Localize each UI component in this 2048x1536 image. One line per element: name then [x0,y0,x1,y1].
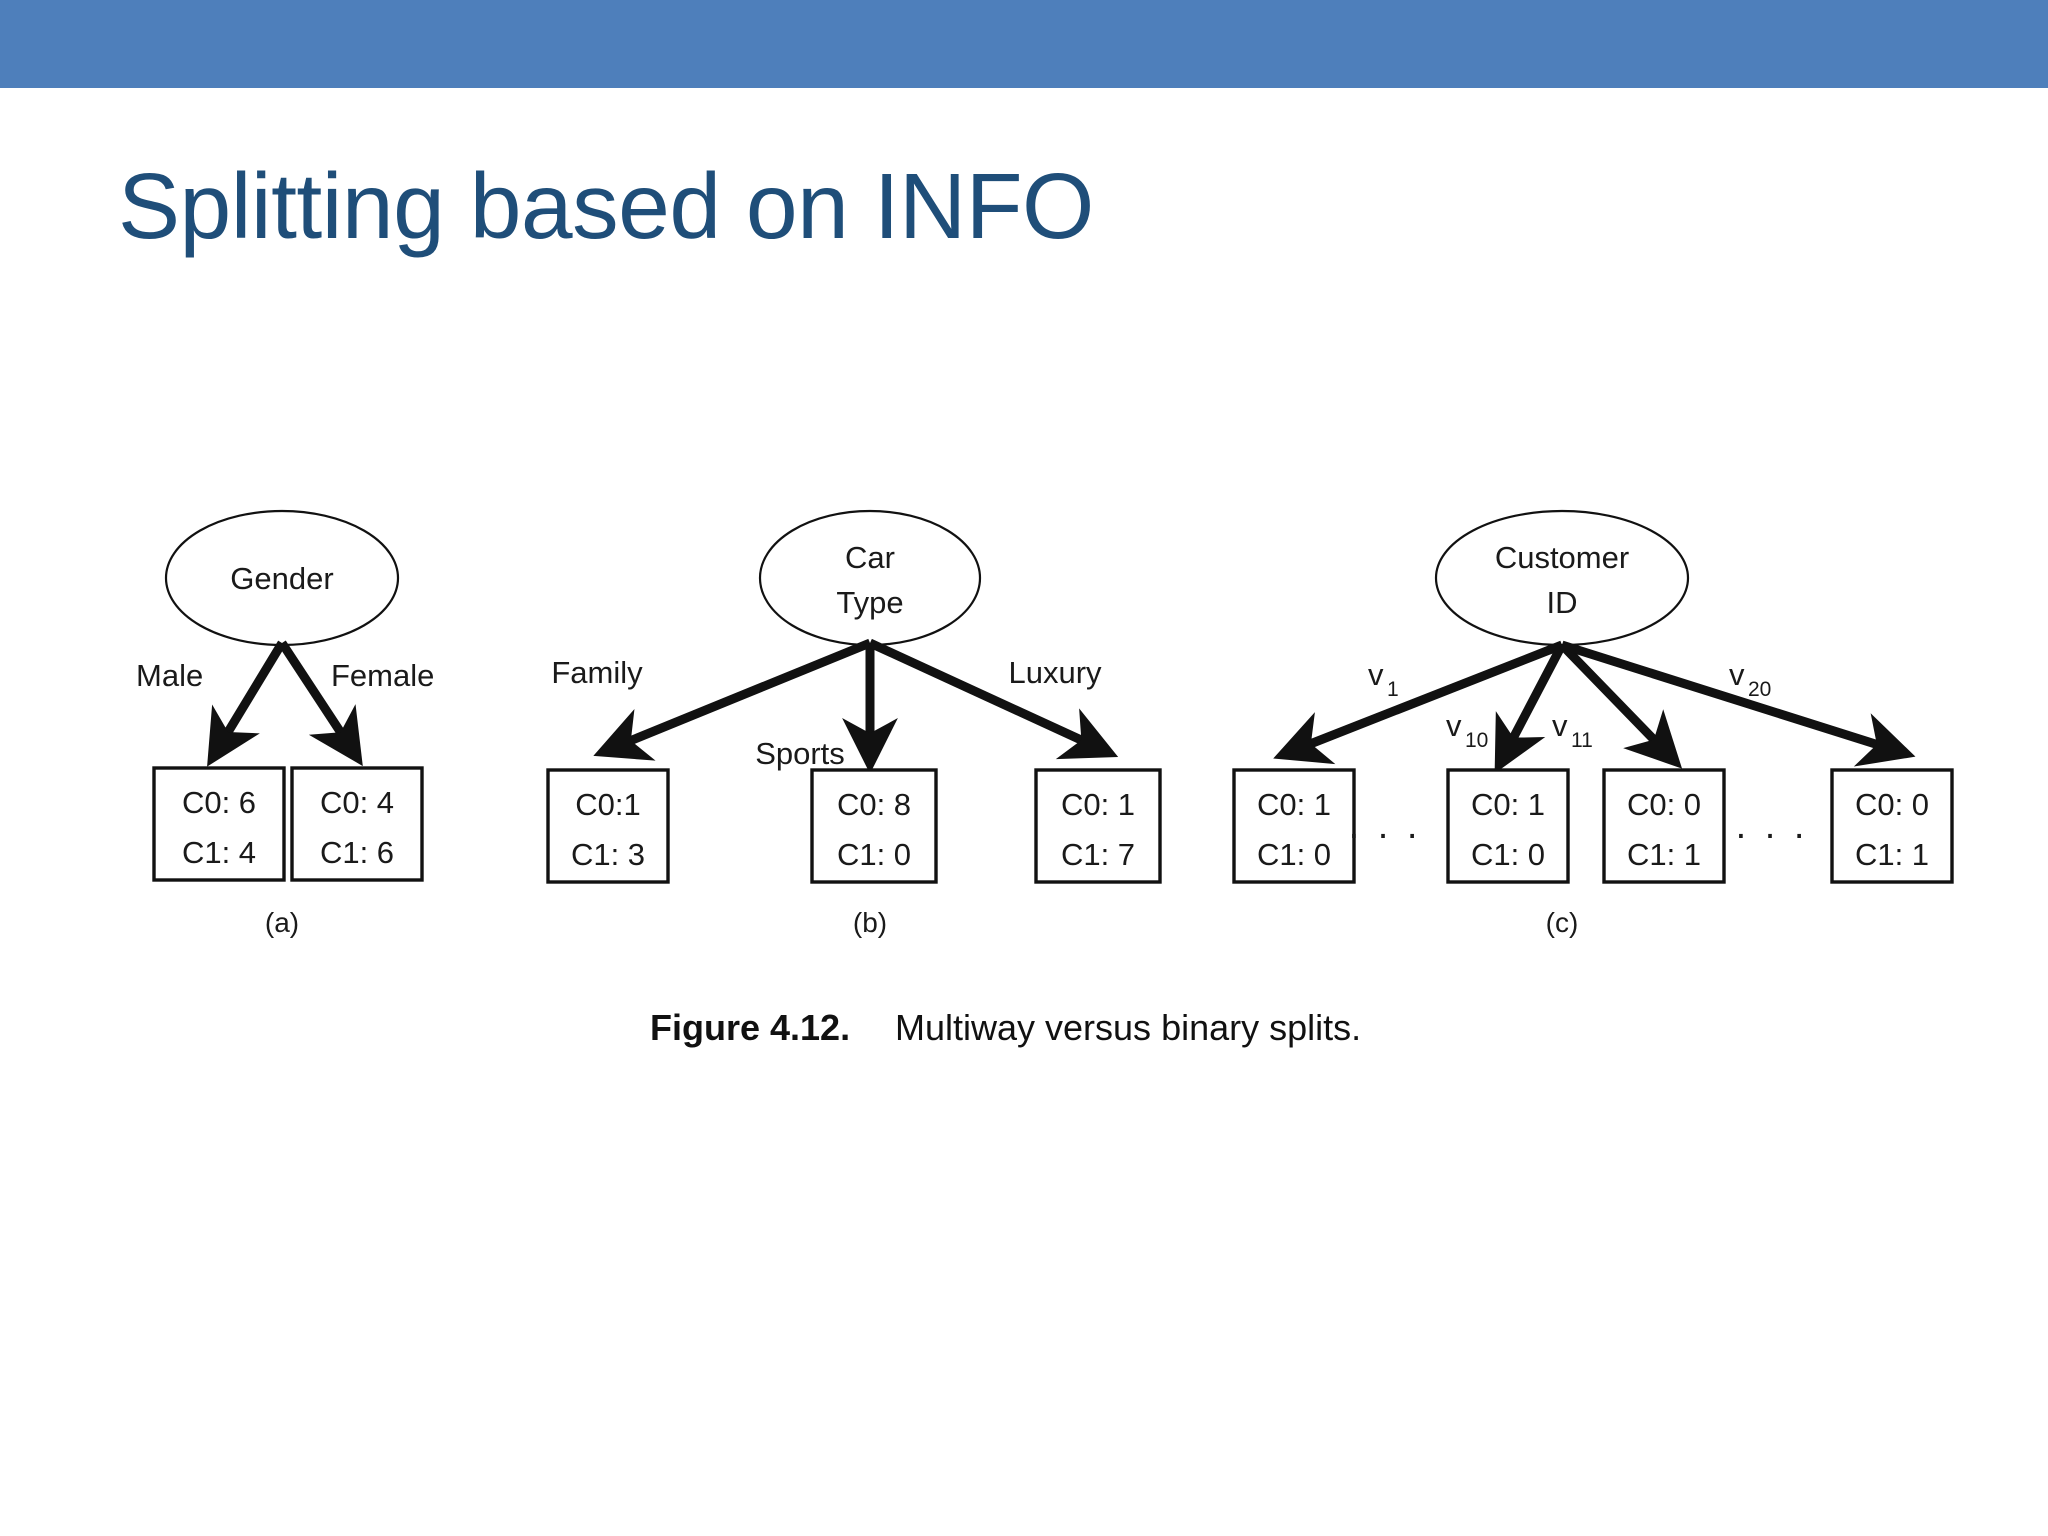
edge-label-v10-base: v [1446,708,1462,743]
leaf-box-b-3-line2: C1: 7 [1061,837,1135,872]
leaf-box-a-2-line2: C1: 6 [320,835,394,870]
edge-c-v10 [1494,642,1566,774]
edge-c-v1 [1273,640,1564,765]
ellipsis-c-1: . . . [1349,805,1422,847]
edge-label-female: Female [331,658,434,693]
slide-top-banner [0,0,2048,88]
edge-label-v11: v 11 [1552,708,1593,752]
page-title: Splitting based on INFO [118,154,1094,258]
leaf-box-a-2[interactable] [290,766,424,882]
edge-label-v11-subscript: 11 [1571,729,1593,752]
edge-label-v20-subscript: 20 [1748,678,1771,701]
leaf-box-a-1-line1: C0: 6 [182,785,256,820]
edge-label-v11-base: v [1552,708,1568,743]
panel-c-customerid-split: Customer ID v 1 v 10 v [1232,509,1954,938]
figure-caption: Figure 4.12. Multiway versus binary spli… [650,1007,1361,1048]
leaf-box-b-1-line1: C0:1 [575,787,640,822]
ellipsis-c-2: . . . [1736,805,1809,847]
leaf-box-b-1[interactable] [546,768,670,884]
leaf-box-c-1[interactable] [1232,768,1356,884]
leaf-box-c-4[interactable] [1830,768,1954,884]
edge-label-sports: Sports [755,736,845,771]
figure-caption-text: Multiway versus binary splits. [895,1007,1361,1048]
edge-label-v10: v 10 [1446,708,1488,752]
leaf-box-c-4-line2: C1: 1 [1855,837,1929,872]
leaf-box-a-1-line2: C1: 4 [182,835,256,870]
leaf-box-b-3-line1: C0: 1 [1061,787,1135,822]
edge-label-v1-subscript: 1 [1387,678,1399,701]
edge-c-v11 [1558,641,1683,769]
edge-label-v20-base: v [1729,657,1745,692]
edge-a-male [207,640,286,767]
leaf-box-b-2-line2: C1: 0 [837,837,911,872]
leaf-box-c-3-line2: C1: 1 [1627,837,1701,872]
edge-c-v20 [1560,640,1916,767]
edge-b-family [593,638,872,761]
node-cartype-label-line2: Type [836,585,903,620]
leaf-box-c-2-line2: C1: 0 [1471,837,1545,872]
leaf-box-b-1-line2: C1: 3 [571,837,645,872]
figure-caption-label: Figure 4.12. [650,1007,850,1048]
edge-b-luxury [868,638,1119,760]
leaf-box-a-2-line1: C0: 4 [320,785,394,820]
edge-label-v20: v 20 [1729,657,1771,701]
panel-label-c: (c) [1546,907,1579,938]
node-cartype-ellipse[interactable] [758,509,982,647]
node-gender-label: Gender [230,561,333,596]
panel-a-gender-split: Gender Male Female C0: 6 C1: 4 C0: 4 C1:… [136,509,434,938]
edge-label-luxury: Luxury [1008,655,1102,690]
panel-b-cartype-split: Car Type Family Sports Luxury C0:1 C1: 3… [546,509,1162,938]
node-cartype-label-line1: Car [845,540,895,575]
edge-label-v10-subscript: 10 [1465,729,1488,752]
leaf-box-c-4-line1: C0: 0 [1855,787,1929,822]
leaf-box-a-1[interactable] [152,766,286,882]
leaf-box-c-3[interactable] [1602,768,1726,884]
panel-label-a: (a) [265,907,299,938]
leaf-box-c-1-line2: C1: 0 [1257,837,1331,872]
panel-label-b: (b) [853,907,887,938]
node-customerid-label-line1: Customer [1495,540,1629,575]
edge-label-v1-base: v [1368,657,1384,692]
node-customerid-label-line2: ID [1547,585,1578,620]
edge-label-male: Male [136,658,203,693]
leaf-box-b-3[interactable] [1034,768,1162,884]
leaf-box-c-2-line1: C0: 1 [1471,787,1545,822]
leaf-box-c-1-line1: C0: 1 [1257,787,1331,822]
edge-label-v1: v 1 [1368,657,1399,701]
leaf-box-c-3-line1: C0: 0 [1627,787,1701,822]
edge-a-female [278,640,363,767]
leaf-box-c-2[interactable] [1446,768,1570,884]
node-customerid-ellipse[interactable] [1434,509,1690,647]
figure-multiway-vs-binary-splits: Gender Male Female C0: 6 C1: 4 C0: 4 C1:… [0,500,2048,1240]
edge-label-family: Family [551,655,643,690]
leaf-box-b-2[interactable] [810,768,938,884]
leaf-box-b-2-line1: C0: 8 [837,787,911,822]
